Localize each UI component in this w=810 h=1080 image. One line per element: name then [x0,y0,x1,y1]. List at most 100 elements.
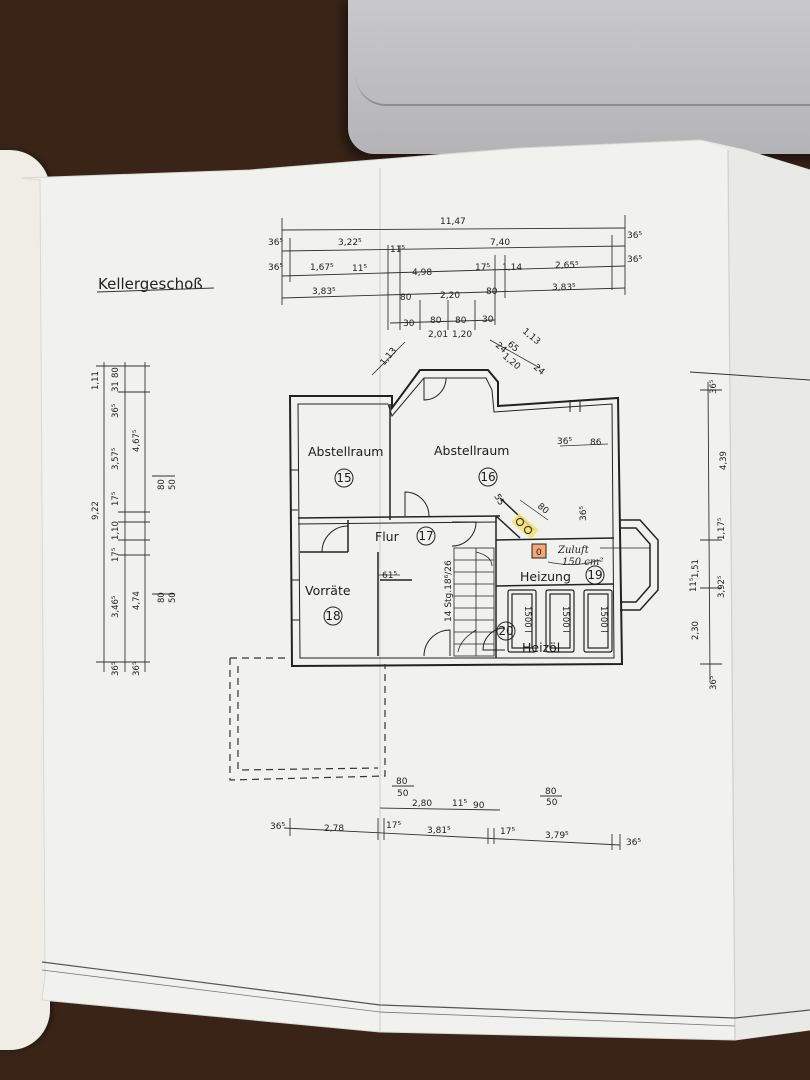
dim-bottom-row2-1: 36⁵ [270,822,285,832]
dim-row3-2: 80 [400,293,412,303]
dim-bottom-row2-5: 17⁵ [500,827,515,837]
dim-row2-6: 1,14 [502,263,522,273]
dim-total-width: 11,47 [440,217,466,227]
flue-circle-2 [524,526,532,534]
tank-label-3: 1500 l [598,606,608,633]
dim-int-5: 55 [491,493,505,508]
drawing-title: Kellergeschoß [98,275,203,293]
dim-right-8: 36⁵ [709,676,719,690]
dim-left-1: 1,11 [91,371,101,390]
dim-bottom-5: 90 [473,801,485,811]
top-dimension-chain [281,215,626,330]
oil-tanks [507,589,613,653]
dim-left-9: 17⁵ [111,548,121,562]
dim-right-5: 1,51 [691,559,701,578]
dim-row3-4: 80 [486,287,498,297]
dim-row2-8: 36⁵ [627,255,642,265]
dim-bottom-row2-3: 17⁵ [386,821,401,831]
dim-bay-6: 1,20 [452,330,472,340]
dim-bay-4: 30 [482,315,494,325]
room-circle-19 [585,565,605,585]
dim-left-4: 36⁵ [111,404,121,418]
dim-row2-7: 2,65⁵ [555,261,579,271]
dim-row2-3: 11⁵ [352,264,367,274]
dim-left-open-1: 80 [157,479,167,490]
dim-left-open-2: 50 [168,479,178,490]
room-name-19: Heizung [520,569,571,584]
dim-int-2: 86 [590,438,602,448]
dim-left-5: 3,57⁵ [111,448,121,470]
outer-wall [288,369,624,668]
vent-highlight [531,543,547,559]
dim-left-6: 4,67⁵ [132,430,142,452]
dim-row3-3: 2,20 [440,291,460,301]
dim-bottom-1: 80 [396,777,408,787]
dim-row3-1: 3,83⁵ [312,287,336,297]
room-circle-15 [334,468,354,488]
tank-label-1: 1500 l [522,606,532,633]
stairs-label: 14 Stg.18⁶/26 [444,560,454,622]
note-area: 150 cm² [562,557,603,568]
vent-label: 0 [536,548,542,558]
note-underline [547,559,601,565]
room-name-15: Abstellraum [308,444,383,459]
room-circle-16 [478,467,498,487]
dim-top-1: 36⁵ [268,238,283,248]
staircase [453,547,495,657]
paper-right-fold [700,140,810,1040]
room-number-15: 15 [336,471,351,485]
room-circle-20 [496,621,516,641]
dim-bottom-2: 50 [397,789,409,799]
windows [290,400,581,621]
dim-top-4: 7,40 [490,238,510,248]
title-underline [96,287,215,293]
dim-bottom-row2-6: 3,79⁵ [545,831,569,841]
dim-right-2: 4,39 [719,451,729,470]
dim-bottom-4: 11⁵ [452,799,467,809]
dim-bay-1: 30 [403,319,415,329]
tank-label-2: 1500 l [560,606,570,633]
dim-left-10: 3,46⁵ [111,596,121,618]
dim-row2-2: 1,67⁵ [310,263,334,273]
dim-row2-1: 36⁵ [268,263,283,273]
dim-left-2: 31 [111,381,121,392]
dim-bay-5: 2,01 [428,330,448,340]
dim-bottom-7: 50 [546,798,558,808]
room-number-18: 18 [325,609,340,623]
room-number-19: 19 [587,568,602,582]
room-circle-18 [323,606,343,626]
fold-line-right [727,149,736,1041]
bay-window-right [620,519,659,611]
border-line [41,961,810,1019]
dim-right-4: 11⁵ [689,578,699,592]
laptop-lid [348,0,810,154]
dim-int-6: 61⁵ [382,571,397,581]
dim-bay-3: 80 [455,316,467,326]
dim-right-3: 1,17⁵ [717,518,727,540]
dim-row2-5: 17⁵ [475,263,490,273]
room-name-17: Flur [375,529,400,544]
dim-right-7: 2,30 [691,621,701,640]
bottom-dimension-chain [283,785,621,850]
wall-flur-top [297,515,501,519]
note-zuluft: Zuluft [557,545,590,556]
dim-left-7: 17⁵ [111,492,121,506]
dim-top-5: 36⁵ [627,231,642,241]
dim-row3-5: 3,83⁵ [552,283,576,293]
dim-bottom-6: 80 [545,787,557,797]
dim-bottom-row2-7: 36⁵ [626,838,641,848]
room-number-20: 20 [498,624,513,638]
dim-right-1: 36⁵ [709,380,719,394]
border-line-2 [41,969,736,1027]
room-number-17: 17 [418,529,433,543]
chimney-highlight [511,513,539,539]
dim-bottom-row2-2: 2,78 [324,824,344,834]
terrace-outline-dashed [229,657,386,781]
interior-dimensions [378,443,609,576]
dim-left-12: 36⁵ [111,662,121,676]
dim-top-2: 3,22⁵ [338,238,362,248]
dim-bottom-3: 2,80 [412,799,432,809]
dim-left-open-4: 50 [168,592,178,603]
